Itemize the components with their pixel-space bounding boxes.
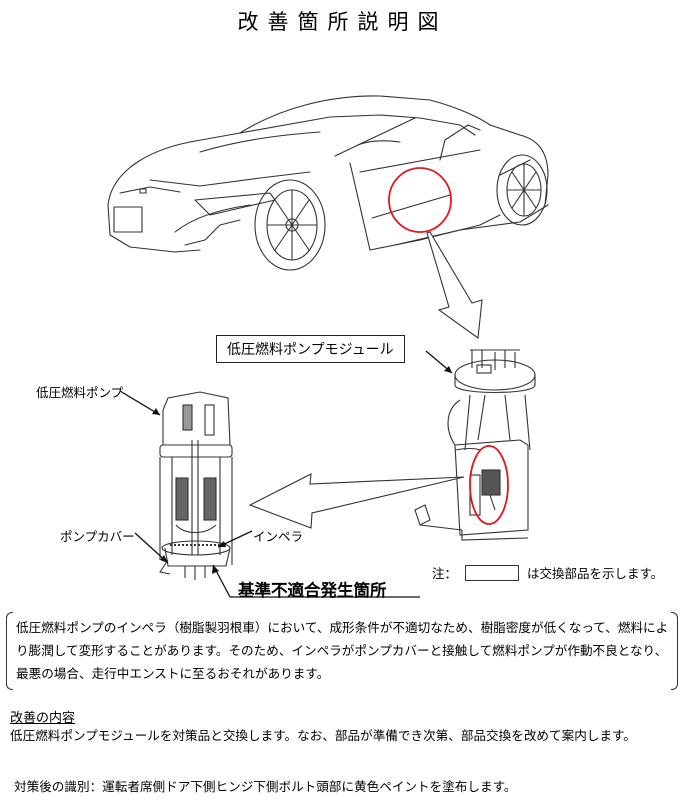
page-title: 改善箇所説明図 bbox=[237, 10, 448, 34]
car-drawing bbox=[107, 95, 549, 271]
defect-description-box: 低圧燃料ポンプのインペラ（樹脂製羽根車）において、成形条件が不適切なため、樹脂密… bbox=[6, 612, 678, 690]
defect-description: 低圧燃料ポンプのインペラ（樹脂製羽根車）において、成形条件が不適切なため、樹脂密… bbox=[16, 620, 669, 681]
down-arrow bbox=[426, 231, 483, 339]
module-label: 低圧燃料ポンプモジュール bbox=[216, 335, 405, 363]
left-arrow bbox=[248, 473, 465, 529]
note-prefix: 注： bbox=[432, 566, 458, 581]
diagram-illustration bbox=[107, 95, 549, 598]
defect-location-label: 基準不適合発生箇所 bbox=[238, 581, 387, 600]
car-highlight-circle bbox=[388, 167, 452, 233]
post-repair-identification: 対策後の識別：運転者席側ドア下側ヒンジ下側ボルト頭部に黄色ペイントを塗布します。 bbox=[14, 779, 517, 794]
pump-label: 低圧燃料ポンプ bbox=[36, 385, 124, 400]
improvement-heading: 改善の内容 bbox=[10, 711, 76, 726]
improvement-body: 低圧燃料ポンプモジュールを対策品と交換します。なお、部品が準備でき次第、部品交換… bbox=[10, 728, 636, 743]
pump-module-drawing bbox=[414, 349, 536, 541]
fuel-pump-drawing bbox=[159, 391, 233, 580]
left-bracket bbox=[6, 612, 13, 690]
pump-cover-label: ポンプカバー bbox=[60, 529, 135, 544]
right-bracket bbox=[671, 612, 678, 690]
replacement-part-legend-box bbox=[465, 564, 520, 581]
note-suffix: は交換部品を示します。 bbox=[527, 566, 664, 581]
impeller-label: インペラ bbox=[253, 529, 304, 544]
replacement-parts-note: 注： は交換部品を示します。 bbox=[432, 563, 663, 582]
module-highlight-ellipse bbox=[469, 445, 509, 525]
